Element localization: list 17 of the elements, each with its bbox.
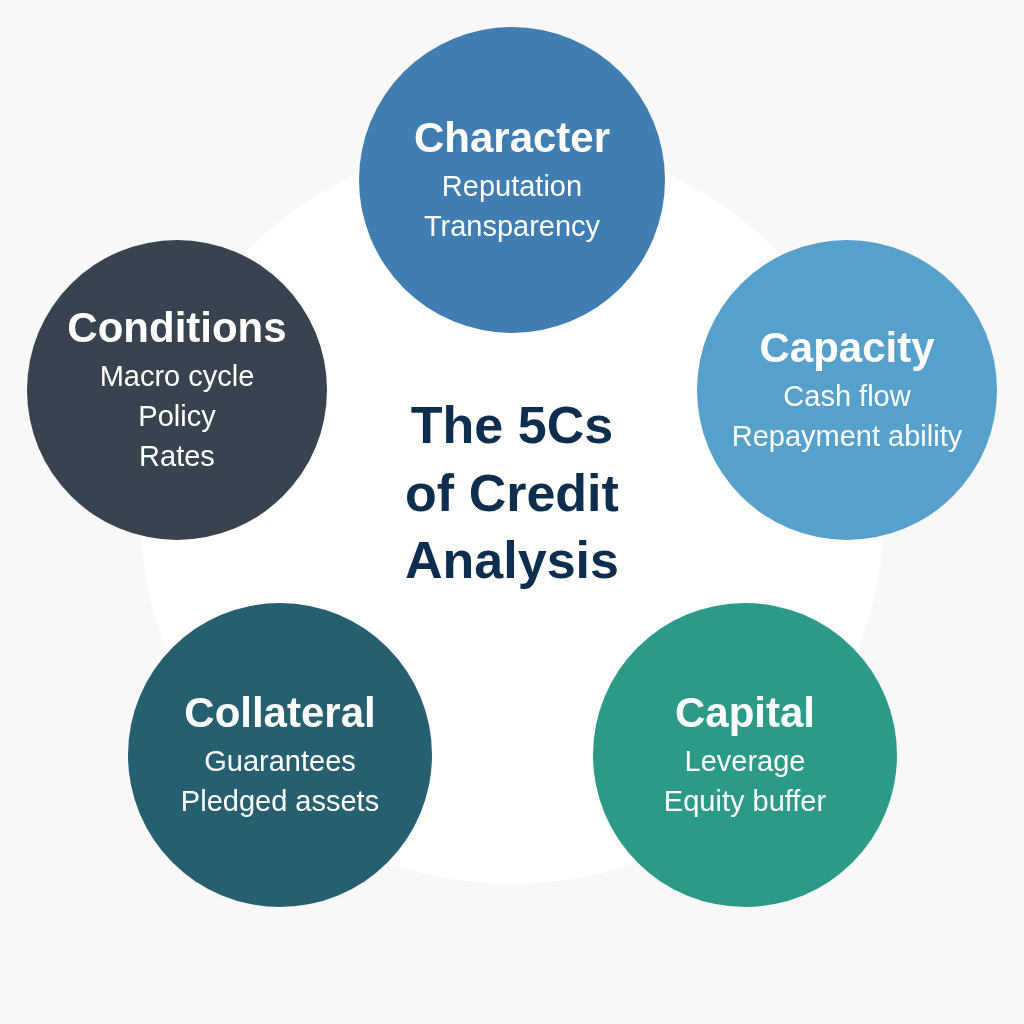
category-heading: Collateral xyxy=(184,688,376,738)
category-item: Pledged assets xyxy=(180,784,380,820)
category-item: Leverage xyxy=(684,744,806,780)
category-heading: Conditions xyxy=(67,303,287,353)
category-heading: Character xyxy=(413,113,611,163)
category-item: Cash flow xyxy=(783,379,911,415)
category-heading: Capital xyxy=(675,688,815,738)
category-item: Macro cycle xyxy=(99,359,255,395)
category-item: Repayment ability xyxy=(731,419,963,455)
category-item: Equity buffer xyxy=(663,784,827,820)
diagram-title: The 5Cs of Credit Analysis xyxy=(404,395,620,592)
category-heading: Capacity xyxy=(759,323,935,373)
category-item: Reputation xyxy=(441,169,583,205)
category-item: Rates xyxy=(139,439,215,475)
category-item: Policy xyxy=(138,399,216,435)
category-item: Guarantees xyxy=(204,744,356,780)
category-item: Transparency xyxy=(423,209,601,245)
